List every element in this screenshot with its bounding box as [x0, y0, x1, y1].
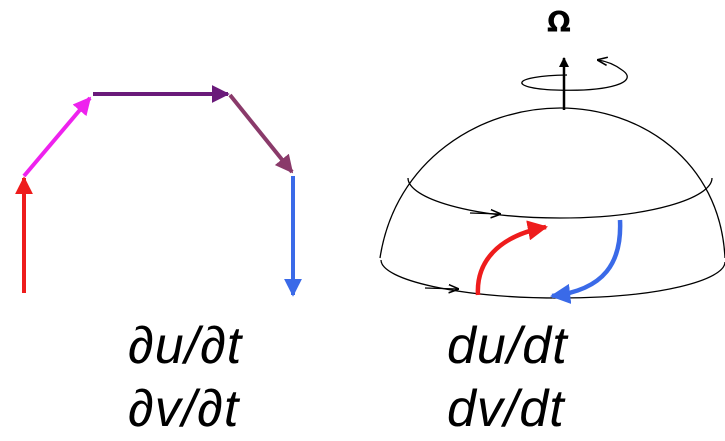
upper-latitude-ring: [407, 177, 713, 219]
partial-du-dt-label: ∂u/∂t: [128, 317, 243, 375]
hemisphere-outline: [379, 107, 725, 259]
total-dv-dt-label: dv/dt: [447, 380, 565, 438]
mauve-vector-arrow: [228, 93, 294, 174]
total-du-dt-label: du/dt: [447, 317, 568, 375]
rotating-vector-chain: [14, 85, 302, 297]
rotating-hemisphere: [379, 58, 725, 305]
magenta-vector-arrow: [22, 96, 92, 178]
lower-latitude-ring: [380, 259, 725, 299]
red-curved-arrow: [475, 220, 548, 296]
partial-dv-dt-label: ∂v/∂t: [128, 380, 240, 438]
upper-flow-direction-arrow: [469, 213, 500, 214]
blue-curved-arrow: [549, 219, 623, 305]
omega-label: Ω: [547, 6, 571, 39]
lower-flow-direction-arrow: [424, 288, 458, 289]
rotation-circle-arrow: [521, 60, 628, 91]
